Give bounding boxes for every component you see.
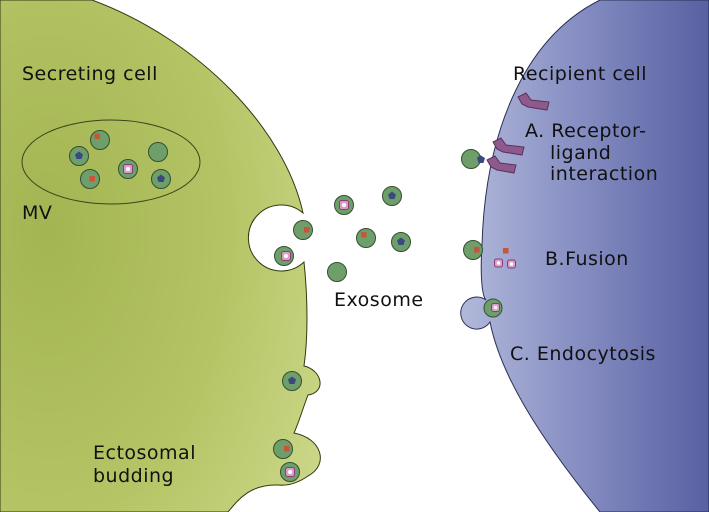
recipient-cell — [460, 0, 709, 512]
ectosomal-label: Ectosomal — [93, 442, 196, 464]
interaction-label: interaction — [550, 163, 658, 185]
exosome — [274, 246, 294, 266]
exosome-label: Exosome — [334, 289, 424, 311]
exosome — [327, 262, 347, 282]
exosome-endocytosed — [483, 298, 503, 318]
recipient-cell-label: Recipient cell — [513, 63, 647, 85]
mvb-vesicle — [90, 130, 110, 150]
mvb-vesicle — [80, 169, 100, 189]
ectosome-vesicle — [273, 439, 293, 459]
secreting-cell — [0, 0, 321, 512]
ectosome-vesicle — [280, 462, 300, 482]
receptor-label: A. Receptor- — [525, 120, 647, 142]
exosome-receptor-bound — [461, 149, 485, 169]
released-cargo — [494, 248, 516, 269]
ectosome-vesicle — [282, 371, 302, 391]
exosome — [334, 195, 354, 215]
receptor — [486, 155, 517, 174]
ligand-label: ligand — [550, 142, 611, 164]
exosome — [391, 232, 411, 252]
mvb-vesicle — [118, 159, 138, 179]
exosome — [382, 186, 402, 206]
fusion-label: B.Fusion — [545, 248, 629, 270]
exosome — [293, 220, 313, 240]
mv-label: MV — [22, 202, 52, 224]
receptor — [492, 137, 525, 156]
mvb-vesicle — [69, 146, 89, 166]
endocytosis-label: C. Endocytosis — [510, 343, 656, 365]
budding-label: budding — [93, 465, 174, 487]
mvb-vesicle — [148, 142, 168, 162]
exosome — [356, 228, 376, 248]
exosome-fusing — [463, 240, 483, 260]
mvb-membrane — [21, 119, 201, 205]
receptor — [517, 92, 550, 111]
mvb-vesicle — [151, 169, 171, 189]
secreting-cell-label: Secreting cell — [22, 63, 158, 85]
